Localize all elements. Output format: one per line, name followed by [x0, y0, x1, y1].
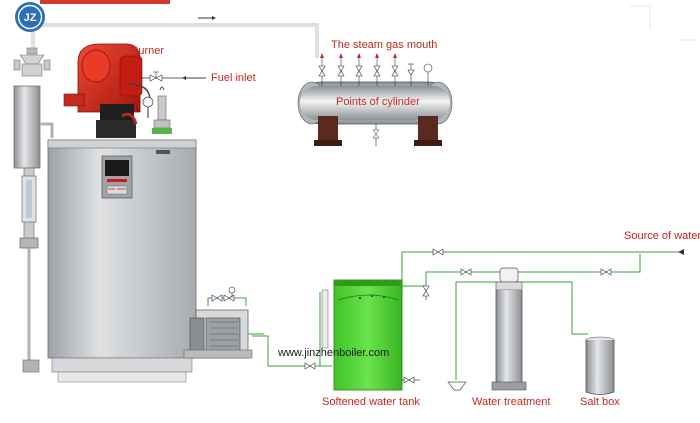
water-pipes [248, 251, 682, 381]
website-watermark: www.jinzhenboiler.com [278, 347, 390, 359]
pump-valves [207, 286, 247, 306]
jz-logo: JZ [15, 2, 45, 32]
water-treatment-column [491, 267, 527, 391]
header-strip [40, 0, 170, 4]
drain-funnel [447, 381, 467, 391]
burner-label: Burner [131, 45, 165, 57]
softened-water-tank-label: Softened water tank [322, 396, 420, 408]
burner-leader [111, 47, 129, 53]
steam-gas-mouth-label: The steam gas mouth [331, 39, 438, 51]
fuel-inlet-label: Fuel inlet [211, 72, 256, 84]
feed-pump [183, 309, 253, 359]
steam-outlet-arrows [320, 53, 397, 58]
burner-unit [63, 43, 151, 138]
fuel-line [140, 71, 206, 82]
salt-box [585, 336, 615, 395]
salt-box-label: Salt box [580, 396, 620, 408]
faint-background-marks [630, 5, 698, 41]
water-source-arrow [678, 249, 684, 255]
steam-header-cylinder [297, 81, 453, 146]
burner-gauges [142, 86, 172, 134]
source-of-water-label: Source of water [624, 230, 700, 242]
water-level-column [13, 85, 54, 373]
steam-outlets [318, 56, 433, 86]
water-treatment-label: Water treatment [472, 396, 551, 408]
boiler-top-valves [13, 47, 51, 77]
steam-pipe [31, 23, 319, 58]
water-valves [304, 248, 612, 384]
boiler-body: 0000 00000 [47, 139, 197, 383]
points-of-cylinder-label: Points of cylinder [336, 96, 420, 108]
softened-water-tank [321, 279, 403, 391]
control-panel-display: 0000 00000 [108, 187, 126, 191]
logo-letters: JZ [24, 12, 37, 24]
flow-arrow-top [198, 16, 216, 20]
